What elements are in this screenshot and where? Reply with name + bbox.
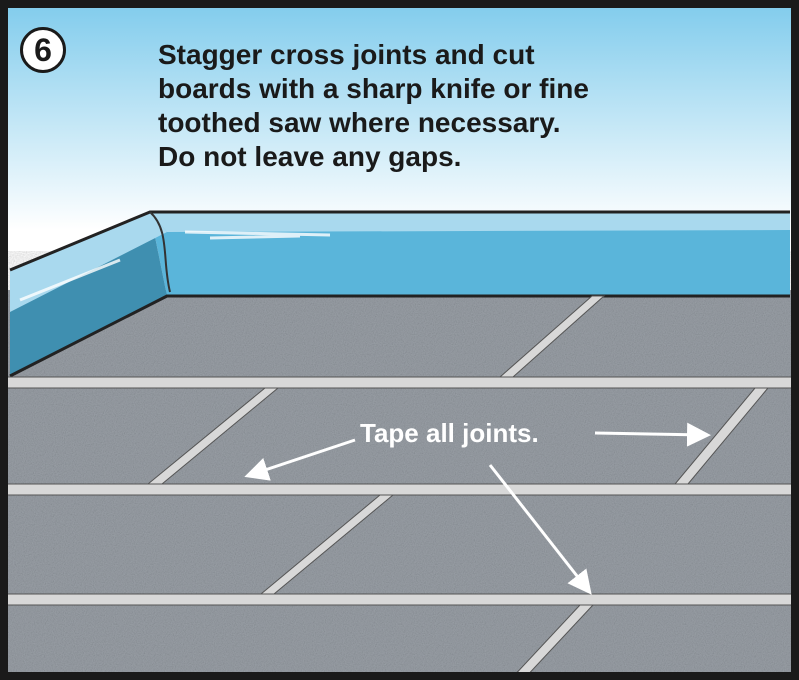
step-number-badge: 6 <box>20 27 66 73</box>
instruction-line: toothed saw where necessary. <box>158 107 561 138</box>
instruction-text: Stagger cross joints and cut boards with… <box>158 38 718 174</box>
tape-strip <box>146 387 280 485</box>
tape-strip <box>259 494 395 595</box>
tape-strip <box>0 376 799 389</box>
callout-arrows <box>244 422 711 595</box>
tape-strip <box>673 387 770 485</box>
tape-strip <box>0 593 799 606</box>
instruction-line: boards with a sharp knife or fine <box>158 73 589 104</box>
sky-background <box>0 0 799 230</box>
arrow-icon <box>488 464 592 595</box>
upstand-wall <box>9 210 790 378</box>
tape-strip <box>498 295 606 378</box>
arrow-icon <box>594 422 711 447</box>
arrow-icon <box>244 438 356 481</box>
tape-joints <box>0 295 799 680</box>
tape-strip <box>509 604 595 680</box>
tape-callout-label: Tape all joints. <box>360 418 539 448</box>
instruction-line: Do not leave any gaps. <box>158 141 462 172</box>
instruction-line: Stagger cross joints and cut <box>158 39 535 70</box>
tape-strip <box>0 483 799 496</box>
